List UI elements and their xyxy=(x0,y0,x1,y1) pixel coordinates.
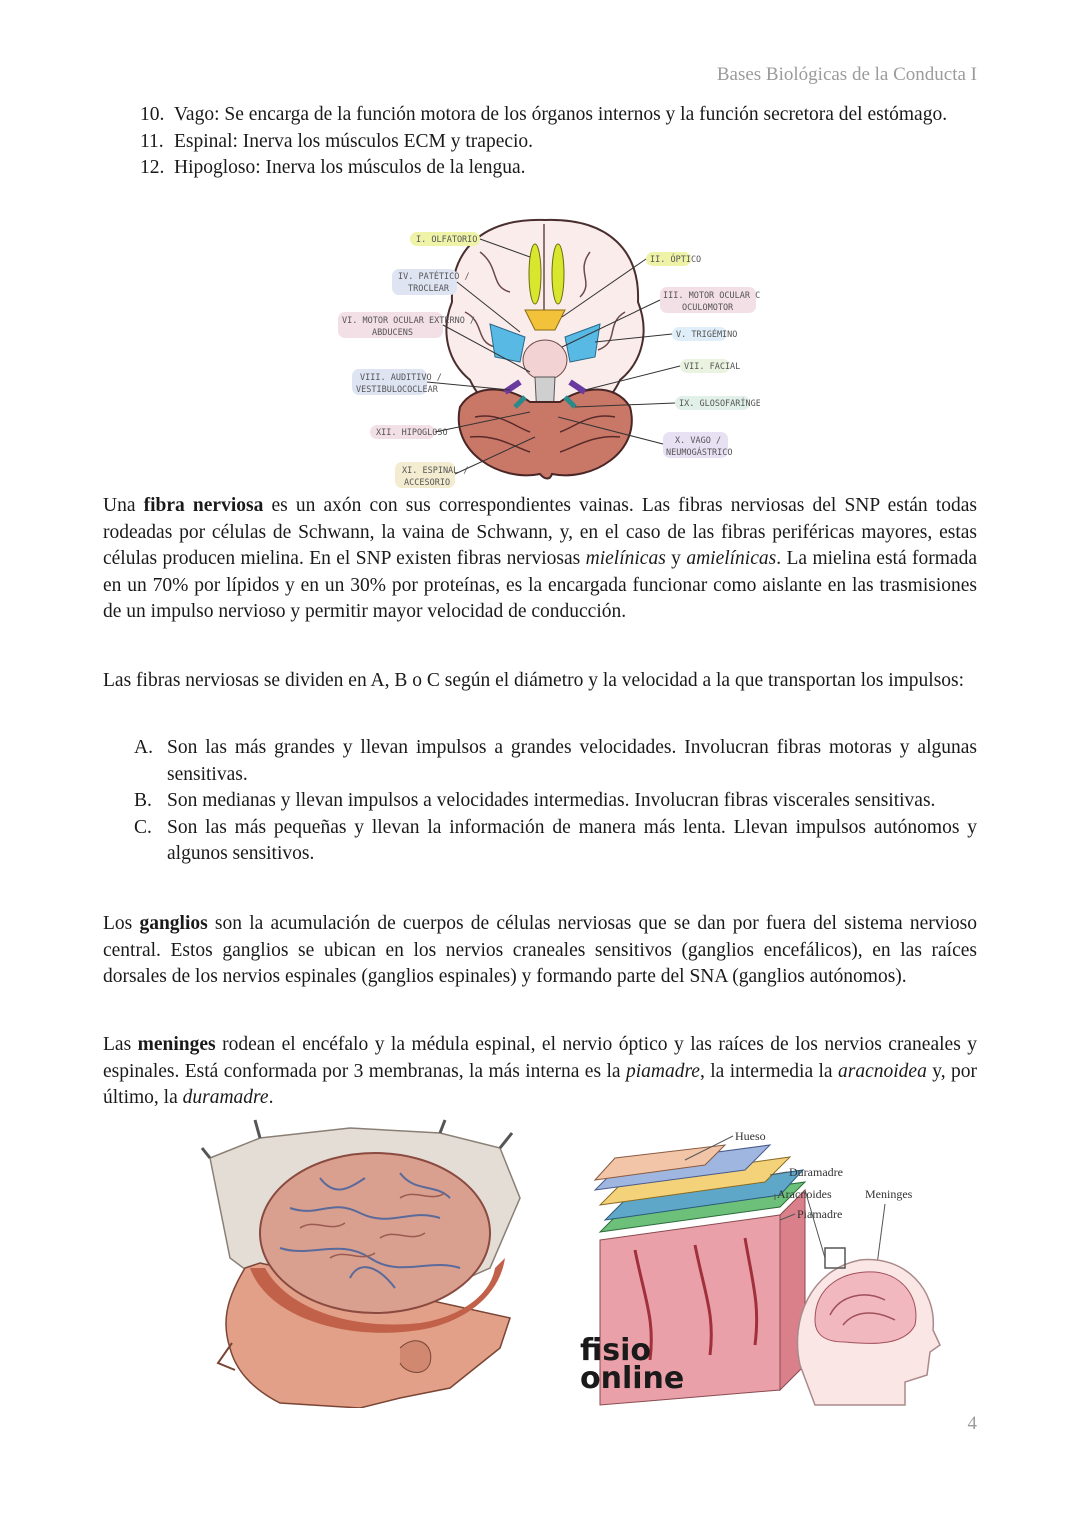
watermark-online: online xyxy=(580,1361,684,1396)
facial-vestibular-nerves xyxy=(503,379,587,395)
pons xyxy=(522,339,568,381)
term-meninges: meninges xyxy=(137,1034,216,1055)
head-dissection-illustration xyxy=(200,1119,521,1408)
label-facial: VII. FACIAL xyxy=(684,362,740,372)
list-item: B. Son medianas y llevan impulsos a velo… xyxy=(134,790,936,811)
glossopharyngeal-nerves xyxy=(513,395,577,409)
label-auditivo-1: VIII. AUDITIVO / xyxy=(360,373,442,383)
label-motor-ocular-externo-1: VI. MOTOR OCULAR EXTERNO / xyxy=(342,316,475,326)
small-brain xyxy=(814,1271,917,1344)
label-espinal-2: ACCESORIO xyxy=(404,478,450,488)
list-item: 12. Hipogloso: Inerva los músculos de la… xyxy=(140,157,526,178)
cerebellum xyxy=(457,388,633,480)
label-motor-ocular-externo-2: ABDUCENS xyxy=(372,328,413,338)
fiber-types-list: A. Son las más grandes y llevan impulsos… xyxy=(134,735,977,868)
nose xyxy=(216,1342,236,1371)
optic-chiasm xyxy=(524,309,566,331)
label-glosofaringeo: IX. GLOSOFARÍNGEO xyxy=(679,397,760,409)
label-motor-ocular-comun-2: OCULOMOTOR xyxy=(682,303,734,313)
label-patetico-2: TROCLEAR xyxy=(408,284,450,294)
paragraph-fibra-nerviosa: Una fibra nerviosa es un axón con sus co… xyxy=(103,495,977,622)
face xyxy=(225,1262,511,1408)
list-item: 10. Vago: Se encarga de la función motor… xyxy=(140,104,948,125)
term-ganglios: ganglios xyxy=(139,913,208,934)
page-number: 4 xyxy=(967,1413,978,1434)
term-duramadre: duramadre xyxy=(182,1087,269,1108)
label-hueso: Hueso xyxy=(735,1129,766,1143)
label-optico: II. ÓPTICO xyxy=(650,253,701,265)
label-patetico-1: IV. PATÉTICO / xyxy=(398,270,470,282)
sulci xyxy=(633,1237,759,1361)
term-piamadre: piamadre xyxy=(625,1060,700,1082)
term-aracnoidea: aracnoidea xyxy=(838,1060,927,1082)
list-item: 11. Espinal: Inerva los músculos ECM y t… xyxy=(140,130,534,152)
running-header: Bases Biológicas de la Conducta I xyxy=(716,64,977,85)
brain-gyri xyxy=(299,1192,446,1259)
cerebellum-folia xyxy=(469,415,621,453)
list-item: C. Son las más pequeñas y llevan la info… xyxy=(134,816,977,865)
term-fibra-nerviosa: fibra nerviosa xyxy=(143,495,264,516)
small-brain-folds xyxy=(829,1294,896,1326)
term-mielinicas: mielínicas xyxy=(585,548,666,569)
exposed-brain xyxy=(259,1152,491,1314)
label-hipogloso: XII. HIPOGLOSO xyxy=(376,428,448,438)
olfactory-bulb-right xyxy=(551,243,565,305)
label-vago-2: NEUMOGÁSTRICO xyxy=(666,446,733,458)
label-trigemino: V. TRIGÉMINO xyxy=(676,328,737,340)
paragraph-ganglios: Los ganglios son la acumulación de cuerp… xyxy=(103,913,977,987)
label-espinal-1: XI. ESPINAL / xyxy=(402,466,469,476)
skin-layer xyxy=(593,1144,727,1181)
label-olfatorio: I. OLFATORIO xyxy=(416,235,477,245)
watermark-fisio: fisio xyxy=(580,1333,651,1368)
meninges-layers-diagram: Hueso Duramadre Aracnoides Piamadre Meni… xyxy=(580,1129,941,1406)
scalp-edge xyxy=(250,1258,505,1333)
list-item: A. Son las más grandes y llevan impulsos… xyxy=(134,737,977,785)
label-meninges: Meninges xyxy=(865,1187,913,1201)
cerebrum-folds xyxy=(464,224,626,351)
paragraph-clasificacion: Las fibras nerviosas se dividen en A, B … xyxy=(103,670,965,691)
olfactory-bulb-left xyxy=(528,243,542,305)
trigeminal-left xyxy=(489,323,526,363)
ear xyxy=(399,1340,432,1373)
label-piamadre: Piamadre xyxy=(797,1207,842,1221)
label-motor-ocular-comun-1: III. MOTOR OCULAR COMÚN / xyxy=(663,289,760,301)
brain-vessels xyxy=(279,1172,461,1289)
label-auditivo-2: VESTIBULOCOCLEAR xyxy=(356,385,439,395)
label-aracnoides: Aracnoides xyxy=(777,1187,832,1201)
label-duramadre: Duramadre xyxy=(789,1165,843,1179)
term-amielinicas: amielínicas xyxy=(686,548,777,569)
cranial-nerves-list: 10. Vago: Se encarga de la función motor… xyxy=(140,102,977,182)
paragraph-meninges: Las meninges rodean el encéfalo y la méd… xyxy=(103,1034,977,1108)
label-vago-1: X. VAGO / xyxy=(675,436,721,446)
cranial-nerves-diagram: I. OLFATORIO IV. PATÉTICO / TROCLEAR VI.… xyxy=(338,218,760,488)
